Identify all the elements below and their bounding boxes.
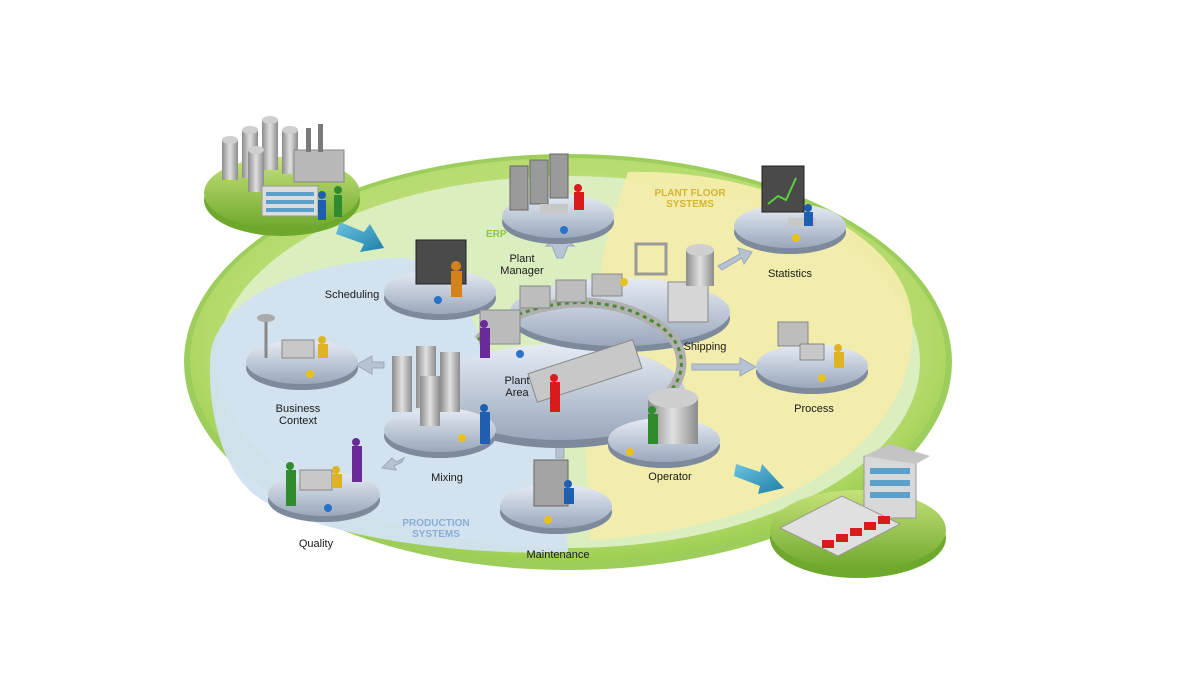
factory-icon	[222, 116, 345, 217]
node-mixing[interactable]: Mixing	[431, 472, 463, 484]
business-context-label-line1: Business	[276, 403, 321, 415]
node-scheduling[interactable]: Scheduling	[325, 289, 379, 301]
plant-area-label-line1: Plant	[504, 375, 529, 387]
warehouse-icon	[778, 444, 930, 557]
node-shipping[interactable]: Shipping	[684, 341, 727, 353]
node-plant-area[interactable]: Plant Area	[504, 375, 529, 399]
production-title-line2: SYSTEMS	[412, 529, 460, 540]
person-icon	[318, 186, 342, 220]
statistics-label: Statistics	[768, 268, 813, 280]
node-operator[interactable]: Operator	[648, 471, 692, 483]
mixing-label: Mixing	[431, 472, 463, 484]
plant-floor-title-line1: PLANT FLOOR	[654, 188, 726, 199]
quality-label: Quality	[299, 538, 334, 550]
shipping-label: Shipping	[684, 341, 727, 353]
process-label: Process	[794, 403, 834, 415]
node-maintenance[interactable]: Maintenance	[527, 549, 590, 561]
outbound-arrow	[734, 464, 784, 494]
production-title-line1: PRODUCTION	[402, 518, 469, 529]
node-quality[interactable]: Quality	[299, 538, 334, 550]
plant-manager-label-line2: Manager	[500, 265, 544, 277]
business-context-label-line2: Context	[279, 415, 317, 427]
node-process[interactable]: Process	[794, 403, 834, 415]
scheduling-label: Scheduling	[325, 289, 379, 301]
workstation-icon	[257, 153, 825, 507]
person-icon	[286, 184, 844, 506]
customer-warehouse	[770, 444, 946, 578]
token-spheres	[306, 226, 826, 524]
plant-area-label-line2: Area	[505, 387, 529, 399]
plant-floor-title-line2: SYSTEMS	[666, 199, 714, 210]
supplier-factory	[204, 116, 360, 236]
operator-label: Operator	[648, 471, 692, 483]
erp-region-title: ERP	[486, 229, 507, 240]
plant-manager-label-line1: Plant	[509, 253, 534, 265]
inbound-arrow	[336, 222, 384, 252]
node-plant-manager[interactable]: Plant Manager	[500, 253, 544, 277]
node-business-context[interactable]: Business Context	[276, 403, 321, 427]
node-statistics[interactable]: Statistics	[768, 268, 813, 280]
maintenance-label: Maintenance	[527, 549, 590, 561]
